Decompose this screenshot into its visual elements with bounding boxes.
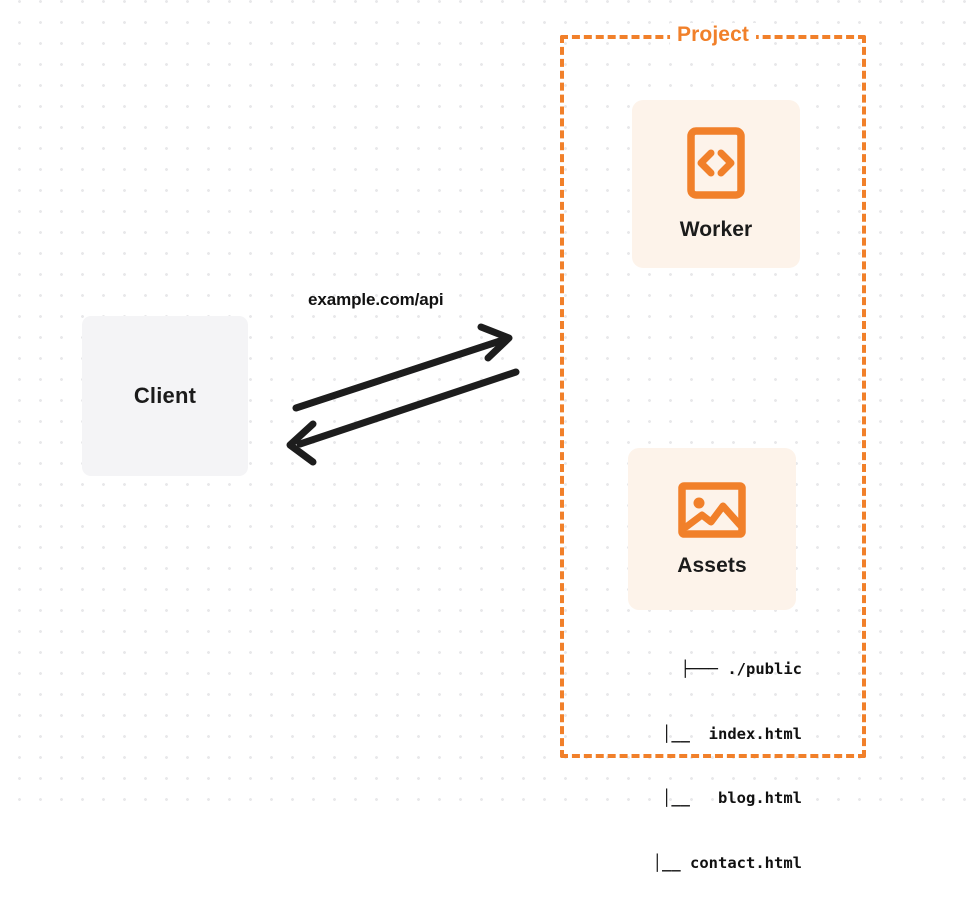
- file-tree-row: │__ blog.html: [634, 789, 802, 807]
- project-title: Project: [670, 23, 756, 47]
- assets-card-label: Assets: [677, 553, 747, 577]
- file-tree-row: │__ index.html: [634, 724, 802, 743]
- response-arrow: [286, 368, 520, 466]
- file-tree-row: ├─── ./public: [680, 660, 802, 678]
- project-container: Project: [560, 23, 866, 758]
- worker-card[interactable]: Worker: [632, 100, 800, 268]
- image-picture-icon: [678, 481, 746, 544]
- worker-card-label: Worker: [679, 217, 753, 241]
- assets-card[interactable]: Assets: [628, 448, 796, 610]
- request-arrow: [292, 323, 513, 412]
- code-brackets-icon: [687, 126, 745, 204]
- request-url-label: example.com/api: [308, 290, 444, 309]
- client-node[interactable]: Client: [82, 316, 248, 476]
- assets-file-tree: ├─── ./public │__ index.html │__ blog.ht…: [600, 616, 802, 917]
- client-node-label: Client: [133, 383, 197, 408]
- diagram-canvas: Client example.com/api Project Worker: [0, 0, 980, 872]
- file-tree-row: │__ contact.html: [624, 853, 802, 872]
